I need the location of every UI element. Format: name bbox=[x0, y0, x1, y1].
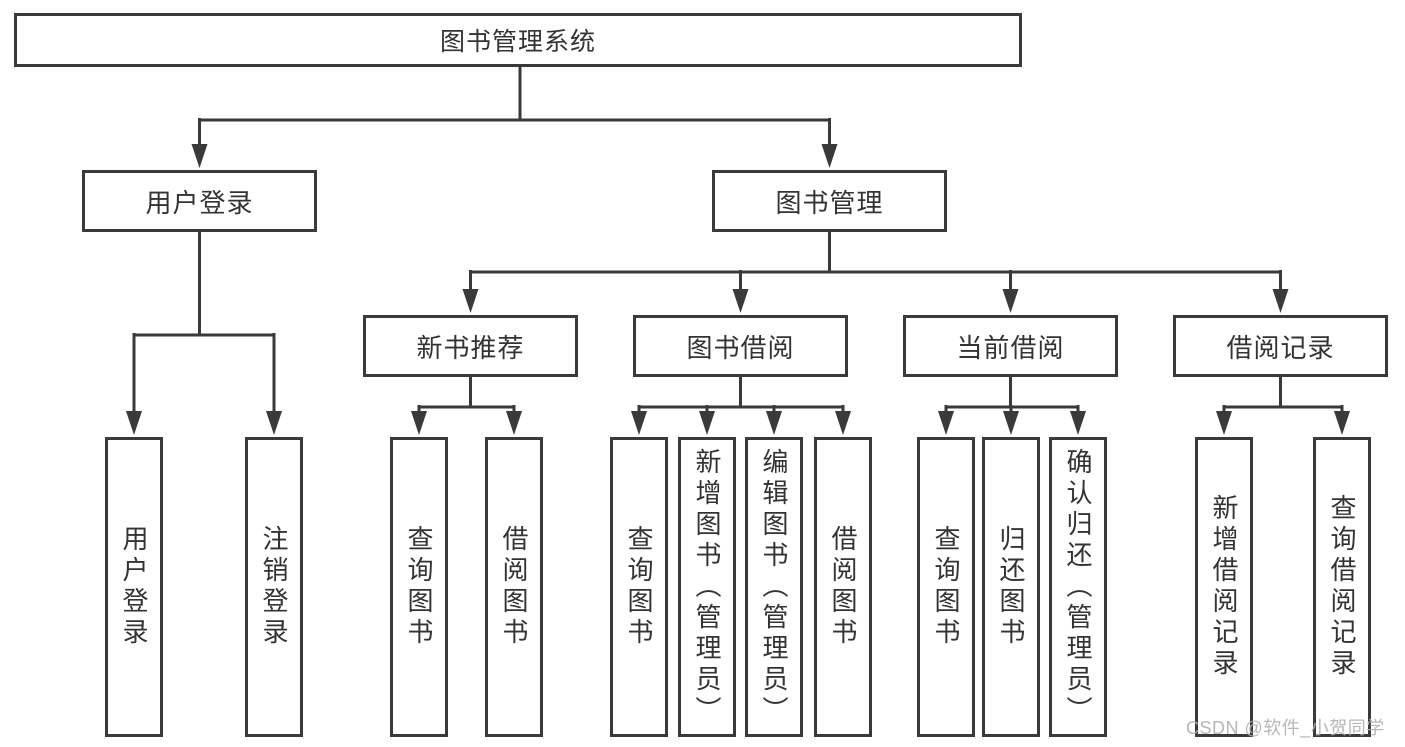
node-user-login: 用户登录 bbox=[82, 170, 317, 232]
arrowheads-current-borrow-children bbox=[938, 411, 1086, 435]
node-label: 用户登录 bbox=[145, 187, 254, 218]
connector-new-book-children bbox=[417, 375, 516, 413]
leaf-edit-books-admin: 编辑图书（管理员） bbox=[745, 437, 803, 737]
connector-current-borrow-children bbox=[944, 375, 1080, 413]
leaf-label: 借阅图书 bbox=[499, 525, 529, 649]
arrowheads-user-login-children bbox=[126, 411, 282, 435]
arrowheads-level3 bbox=[462, 289, 1289, 313]
leaf-label: 用户登录 bbox=[119, 525, 149, 649]
node-label: 借阅记录 bbox=[1226, 332, 1335, 363]
connector-user-login-children bbox=[132, 230, 276, 413]
leaf-user-login: 用户登录 bbox=[105, 437, 163, 737]
leaf-label: 查询借阅记录 bbox=[1327, 494, 1357, 680]
leaf-label: 查询图书 bbox=[624, 525, 654, 649]
leaf-logout: 注销登录 bbox=[245, 437, 303, 737]
arrowheads-borrow-records-children bbox=[1216, 411, 1350, 435]
leaf-label: 归还图书 bbox=[996, 525, 1026, 649]
node-library-management-system: 图书管理系统 bbox=[14, 13, 1022, 67]
leaf-label: 编辑图书（管理员） bbox=[759, 447, 789, 727]
arrowheads-level2 bbox=[191, 144, 838, 168]
leaf-query-books-borrow: 查询图书 bbox=[610, 437, 668, 737]
leaf-add-borrow-record: 新增借阅记录 bbox=[1195, 437, 1253, 737]
leaf-label: 注销登录 bbox=[259, 525, 289, 649]
node-current-borrow: 当前借阅 bbox=[903, 315, 1118, 377]
leaf-label: 借阅图书 bbox=[828, 525, 858, 649]
node-label: 图书借阅 bbox=[686, 332, 795, 363]
leaf-label: 查询图书 bbox=[404, 525, 434, 649]
connector-root-to-level2 bbox=[198, 66, 831, 146]
leaf-borrow-books: 借阅图书 bbox=[814, 437, 872, 737]
leaf-confirm-return-admin: 确认归还（管理员） bbox=[1049, 437, 1107, 737]
leaf-borrow-books-recommend: 借阅图书 bbox=[485, 437, 543, 737]
leaf-label: 确认归还（管理员） bbox=[1063, 447, 1093, 727]
leaf-label: 新增借阅记录 bbox=[1209, 494, 1239, 680]
node-book-borrow: 图书借阅 bbox=[633, 315, 848, 377]
node-book-management: 图书管理 bbox=[712, 170, 947, 232]
watermark: CSDN @软件_小贺同学 bbox=[1186, 718, 1385, 738]
node-borrow-records: 借阅记录 bbox=[1173, 315, 1388, 377]
connector-book-borrow-children bbox=[637, 375, 845, 413]
connector-book-mgmt-to-level3 bbox=[469, 230, 1282, 291]
node-label: 图书管理 bbox=[775, 187, 884, 218]
node-label: 新书推荐 bbox=[416, 332, 525, 363]
leaf-label: 查询图书 bbox=[931, 525, 961, 649]
connector-borrow-records-children bbox=[1222, 375, 1344, 413]
leaf-query-borrow-record: 查询借阅记录 bbox=[1313, 437, 1371, 737]
node-label: 图书管理系统 bbox=[439, 28, 596, 56]
leaf-query-books-current: 查询图书 bbox=[917, 437, 975, 737]
arrowheads-new-book-children bbox=[411, 411, 522, 435]
leaf-query-books-recommend: 查询图书 bbox=[390, 437, 448, 737]
leaf-add-books-admin: 新增图书（管理员） bbox=[678, 437, 736, 737]
leaf-label: 新增图书（管理员） bbox=[692, 447, 722, 727]
node-new-book-recommend: 新书推荐 bbox=[363, 315, 578, 377]
leaf-return-books: 归还图书 bbox=[982, 437, 1040, 737]
arrowheads-book-borrow-children bbox=[631, 411, 851, 435]
node-label: 当前借阅 bbox=[956, 332, 1065, 363]
